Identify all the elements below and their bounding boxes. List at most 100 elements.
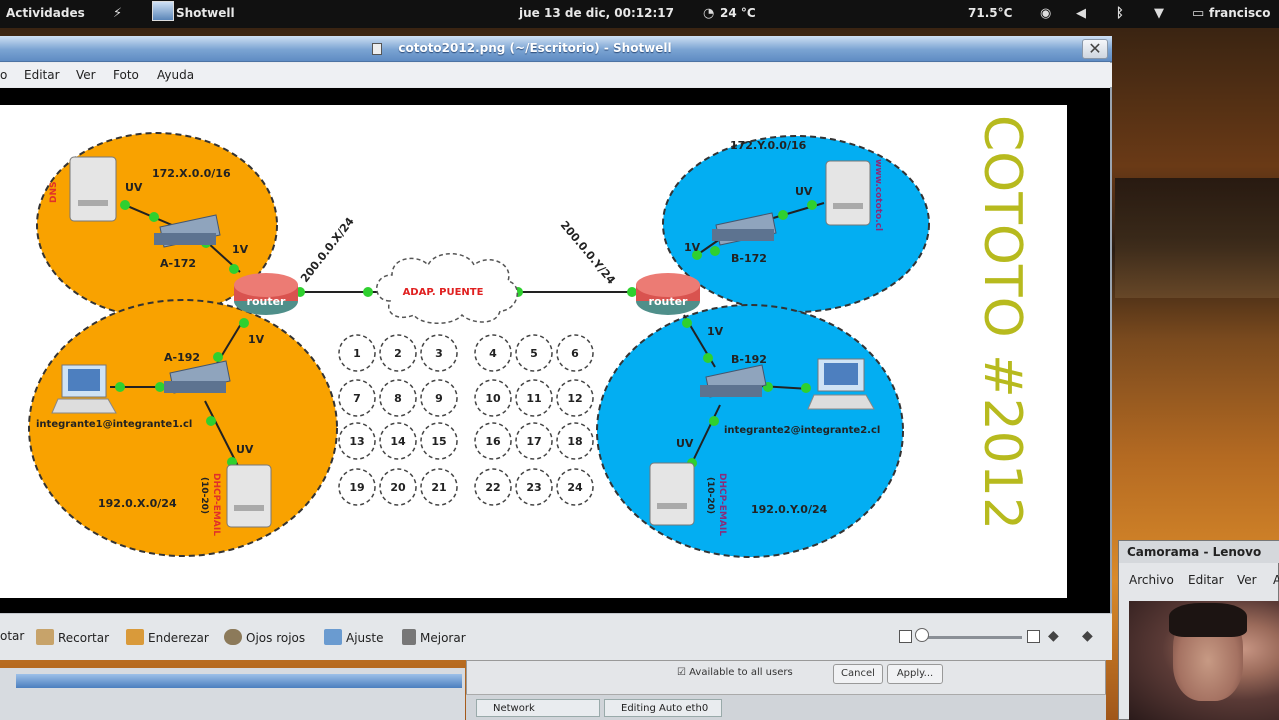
number-circle-label: 7 [353, 392, 361, 405]
camorama-menu-more[interactable]: A [1273, 573, 1279, 587]
switch-b192 [700, 364, 767, 398]
weather-icon: ◔ [703, 6, 715, 21]
number-circle [556, 422, 594, 460]
router-left: router [234, 273, 298, 315]
volume-icon[interactable]: ◀ [1076, 6, 1086, 21]
crop-button[interactable]: Recortar [36, 629, 109, 645]
number-circle-label: 16 [485, 435, 501, 448]
menu-photo[interactable]: Foto [113, 68, 139, 82]
eye-icon [224, 629, 242, 645]
laptop-left [51, 364, 117, 414]
number-circle [420, 379, 458, 417]
cpu-temp[interactable]: 71.5°C [968, 6, 1013, 20]
menu-file[interactable]: o [0, 68, 8, 82]
network-icon[interactable]: ▼ [1154, 6, 1164, 21]
number-circle-label: 1 [353, 347, 361, 360]
iface-left-top-router: 1V [232, 243, 249, 256]
zoom-slider[interactable] [918, 636, 1022, 639]
zoom-slider-handle[interactable] [915, 628, 929, 642]
link-left-label: 200.0.0.X/24 [298, 215, 357, 285]
redeye-button[interactable]: Ojos rojos [224, 629, 305, 645]
adjust-button[interactable]: Ajuste [324, 629, 384, 645]
number-circle-label: 15 [431, 435, 446, 448]
net-left-bottom: 192.0.X.0/24 [98, 497, 177, 510]
iface-right-top-server: UV [795, 185, 813, 198]
photo-viewer[interactable]: router router ADAP. PUENTE 172.X.0.0/16 … [0, 88, 1110, 613]
iface-left-top-server: UV [125, 181, 143, 194]
number-circle-label: 14 [390, 435, 406, 448]
camorama-menu-edit[interactable]: Editar [1188, 573, 1224, 587]
number-circle [515, 334, 553, 372]
camorama-menu-file[interactable]: Archivo [1129, 573, 1174, 587]
number-circle-label: 13 [349, 435, 364, 448]
app-menu[interactable]: Shotwell [176, 6, 235, 20]
user-menu[interactable]: francisco [1209, 6, 1271, 20]
number-circle [379, 379, 417, 417]
all-users-checkbox[interactable]: ☑ Available to all users [677, 667, 793, 678]
number-circle [474, 379, 512, 417]
server-dhcp-right [649, 462, 695, 526]
server-dhcp-left-sub: (10-20) [199, 477, 209, 514]
number-circle-label: 9 [435, 392, 443, 405]
next-photo-icon[interactable]: ◆ [1082, 628, 1093, 644]
straighten-button[interactable]: Enderezar [126, 629, 209, 645]
close-button[interactable]: ✕ [1082, 39, 1108, 59]
server-dns-label: DNS [49, 182, 59, 204]
window-title: cototo2012.png (~/Escritorio) - Shotwell [398, 41, 672, 55]
server-dhcp-right-sub: (10-20) [705, 477, 715, 514]
redeye-label: Ojos rojos [246, 631, 306, 645]
number-circle-label: 2 [394, 347, 402, 360]
wand-icon [402, 629, 416, 645]
switch-a172-label: A-172 [160, 257, 196, 270]
weather-temp[interactable]: 24 °C [720, 6, 756, 20]
server-dhcp-left [226, 464, 272, 528]
router-right-label: router [649, 295, 689, 308]
shotwell-app-icon[interactable] [152, 1, 174, 21]
taskbar: Network Connections Editing Auto eth0 [466, 694, 1106, 720]
number-circle [338, 468, 376, 506]
zoom-in-icon[interactable] [1027, 630, 1040, 643]
number-circle-label: 5 [530, 347, 538, 360]
accessibility-icon[interactable]: ◉ [1040, 6, 1052, 21]
user-chat-icon[interactable]: ▭ [1192, 6, 1205, 21]
rotate-button[interactable]: otar [0, 629, 25, 643]
crop-label: Recortar [58, 631, 110, 645]
menu-view[interactable]: Ver [76, 68, 96, 82]
iface-right-top-router: 1V [684, 241, 701, 254]
bluetooth-icon[interactable]: ᛒ [1116, 6, 1124, 21]
switch-a192 [164, 360, 231, 394]
top-panel: Actividades ⚡ Shotwell jue 13 de dic, 00… [0, 0, 1279, 28]
switch-b192-label: B-192 [731, 353, 767, 366]
cancel-button[interactable]: Cancel [833, 664, 883, 684]
diagram-title: COTOTO #2012 [972, 115, 1032, 530]
clock[interactable]: jue 13 de dic, 00:12:17 [519, 6, 675, 20]
number-circle [556, 334, 594, 372]
menu-edit[interactable]: Editar [24, 68, 60, 82]
router-right: router [636, 273, 700, 315]
task-editing-auto-eth0[interactable]: Editing Auto eth0 [604, 699, 722, 717]
camorama-title[interactable]: Camorama - Lenovo [1119, 541, 1279, 563]
activities-button[interactable]: Actividades [6, 6, 85, 20]
enhance-button[interactable]: Mejorar [402, 629, 466, 645]
number-circle [420, 468, 458, 506]
number-circle [420, 334, 458, 372]
crop-icon [36, 629, 54, 645]
edit-toolbar: otar Recortar Enderezar Ojos rojos Ajust… [0, 613, 1112, 660]
number-circle [420, 422, 458, 460]
server-www [825, 160, 871, 226]
number-circle [515, 422, 553, 460]
task-network-connections[interactable]: Network Connections [476, 699, 600, 717]
shotwell-window: cototo2012.png (~/Escritorio) - Shotwell… [0, 36, 1112, 660]
number-circle [474, 468, 512, 506]
menu-help[interactable]: Ayuda [157, 68, 195, 82]
app-indicator-icon[interactable]: ⚡ [113, 6, 123, 21]
server-dhcp-right-label: DHCP-EMAIL [717, 473, 727, 536]
link-right-label: 200.0.0.Y/24 [558, 219, 618, 287]
window-titlebar[interactable]: cototo2012.png (~/Escritorio) - Shotwell… [0, 36, 1112, 62]
previous-photo-icon[interactable]: ◆ [1048, 628, 1059, 644]
apply-button[interactable]: Apply... [887, 664, 943, 684]
zoom-out-icon[interactable] [899, 630, 912, 643]
background-window-titlebar[interactable] [16, 674, 462, 688]
camorama-menu-view[interactable]: Ver [1237, 573, 1257, 587]
server-dns [69, 156, 117, 222]
